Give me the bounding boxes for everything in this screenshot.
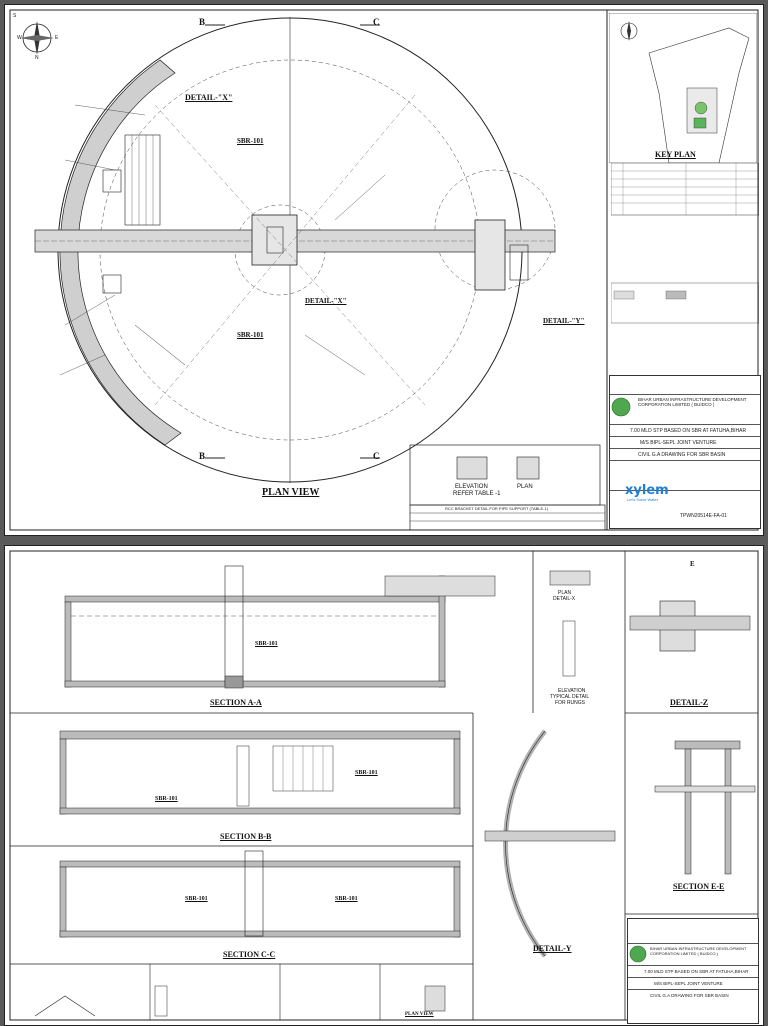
elevation-rungs-sub2: FOR RUNGS xyxy=(555,700,585,706)
detail-y-label: DETAIL-"Y" xyxy=(543,317,585,325)
section-aa-title: SECTION A-A xyxy=(210,698,262,707)
key-plan-panel xyxy=(609,13,757,163)
compass-west: W xyxy=(17,35,22,41)
drawing-sheet-sections: SECTION A-A SBR-101 PLAN DETAIL-X ELEVAT… xyxy=(4,545,764,1026)
sbr-label-bb-right: SBR-101 xyxy=(355,770,378,776)
compass-north: S xyxy=(13,13,17,19)
bracket-table-title: RCC BRACKET DETAIL FOR PIPE SUPPORT (TAB… xyxy=(445,506,549,511)
section-mark-c-top: C xyxy=(373,17,380,27)
detail-z-title: DETAIL-Z xyxy=(670,698,709,707)
section-ee-title: SECTION E-E xyxy=(673,882,725,891)
xylem-logo: xylem xyxy=(625,483,669,498)
sbr-label-top: SBR-101 xyxy=(237,137,264,145)
contractor-name: M/S BIPL-SEPL JOINT VENTURE xyxy=(640,440,717,446)
title-block: BIHAR URBAN INFRASTRUCTURE DEVELOPMENT C… xyxy=(609,375,761,529)
plan-view-title: PLAN VIEW xyxy=(262,487,320,498)
sbr-label-aa: SBR-101 xyxy=(255,641,278,647)
contractor-name-2: M/S BIPL-SEPL JOINT VENTURE xyxy=(654,981,723,986)
detail-y-title: DETAIL-Y xyxy=(533,944,572,953)
sbr-label-bb-left: SBR-101 xyxy=(155,796,178,802)
elevation-rungs-label: ELEVATION xyxy=(558,688,586,694)
compass-south: N xyxy=(35,55,39,61)
xylem-tagline: Let's Solve Water xyxy=(627,497,659,502)
sbr-label-bottom: SBR-101 xyxy=(237,331,264,339)
plan-view-small-title: PLAN VIEW xyxy=(405,1012,434,1017)
plan-label: PLAN xyxy=(517,484,533,490)
client-name: BIHAR URBAN INFRASTRUCTURE DEVELOPMENT C… xyxy=(638,397,747,407)
refer-table-label: REFER TABLE -1 xyxy=(453,491,501,497)
section-mark-e: E xyxy=(690,560,695,568)
section-mark-c-bottom: C xyxy=(373,451,380,461)
compass-east: E xyxy=(55,35,59,41)
drawing-sheet-plan: S N W E B C B C DETAIL-"X" SBR-101 SBR-1… xyxy=(4,4,764,536)
elevation-label: ELEVATION xyxy=(455,484,488,490)
plan-view-drawing xyxy=(9,9,759,531)
section-mark-b-bottom: B xyxy=(199,451,206,461)
detail-x-label-top: DETAIL-"X" xyxy=(185,93,233,102)
detail-x-label: DETAIL-"X" xyxy=(305,297,347,305)
title-block-2: BIHAR URBAN INFRASTRUCTURE DEVELOPMENT C… xyxy=(627,918,759,1024)
sections-drawing xyxy=(9,550,759,1021)
plan-detail-x-label: PLAN xyxy=(558,590,572,596)
bihar-emblem-icon xyxy=(611,397,631,417)
client-name-2: BIHAR URBAN INFRASTRUCTURE DEVELOPMENT C… xyxy=(650,946,747,956)
drawing-number: TPWN20514E-FA-01 xyxy=(680,513,727,519)
project-name-2: 7.00 MLD STP BASED ON SBR AT FATUHA,BIHA… xyxy=(644,969,749,974)
equipment-table xyxy=(611,163,759,373)
plan-detail-x-sub: DETAIL-X xyxy=(553,596,576,602)
bihar-emblem-icon-2 xyxy=(629,945,647,963)
section-cc-title: SECTION C-C xyxy=(223,950,276,959)
sbr-label-cc-left: SBR-101 xyxy=(185,896,208,902)
key-plan-drawing xyxy=(609,13,757,163)
project-name: 7.00 MLD STP BASED ON SBR AT FATUHA,BIHA… xyxy=(630,428,747,434)
section-mark-b-top: B xyxy=(199,17,206,27)
drawing-title: CIVIL G.A DRAWING FOR SBR BASIN xyxy=(638,452,726,458)
key-plan-compass-icon xyxy=(620,21,638,41)
elevation-rungs-sub: TYPICAL DETAIL xyxy=(550,694,590,700)
north-arrow-icon xyxy=(20,21,54,55)
drawing-title-2: CIVIL G.A DRAWING FOR SBR BASIN xyxy=(650,993,729,998)
key-plan-title: KEY PLAN xyxy=(655,150,696,159)
section-bb-title: SECTION B-B xyxy=(220,832,272,841)
sbr-label-cc-right: SBR-101 xyxy=(335,896,358,902)
